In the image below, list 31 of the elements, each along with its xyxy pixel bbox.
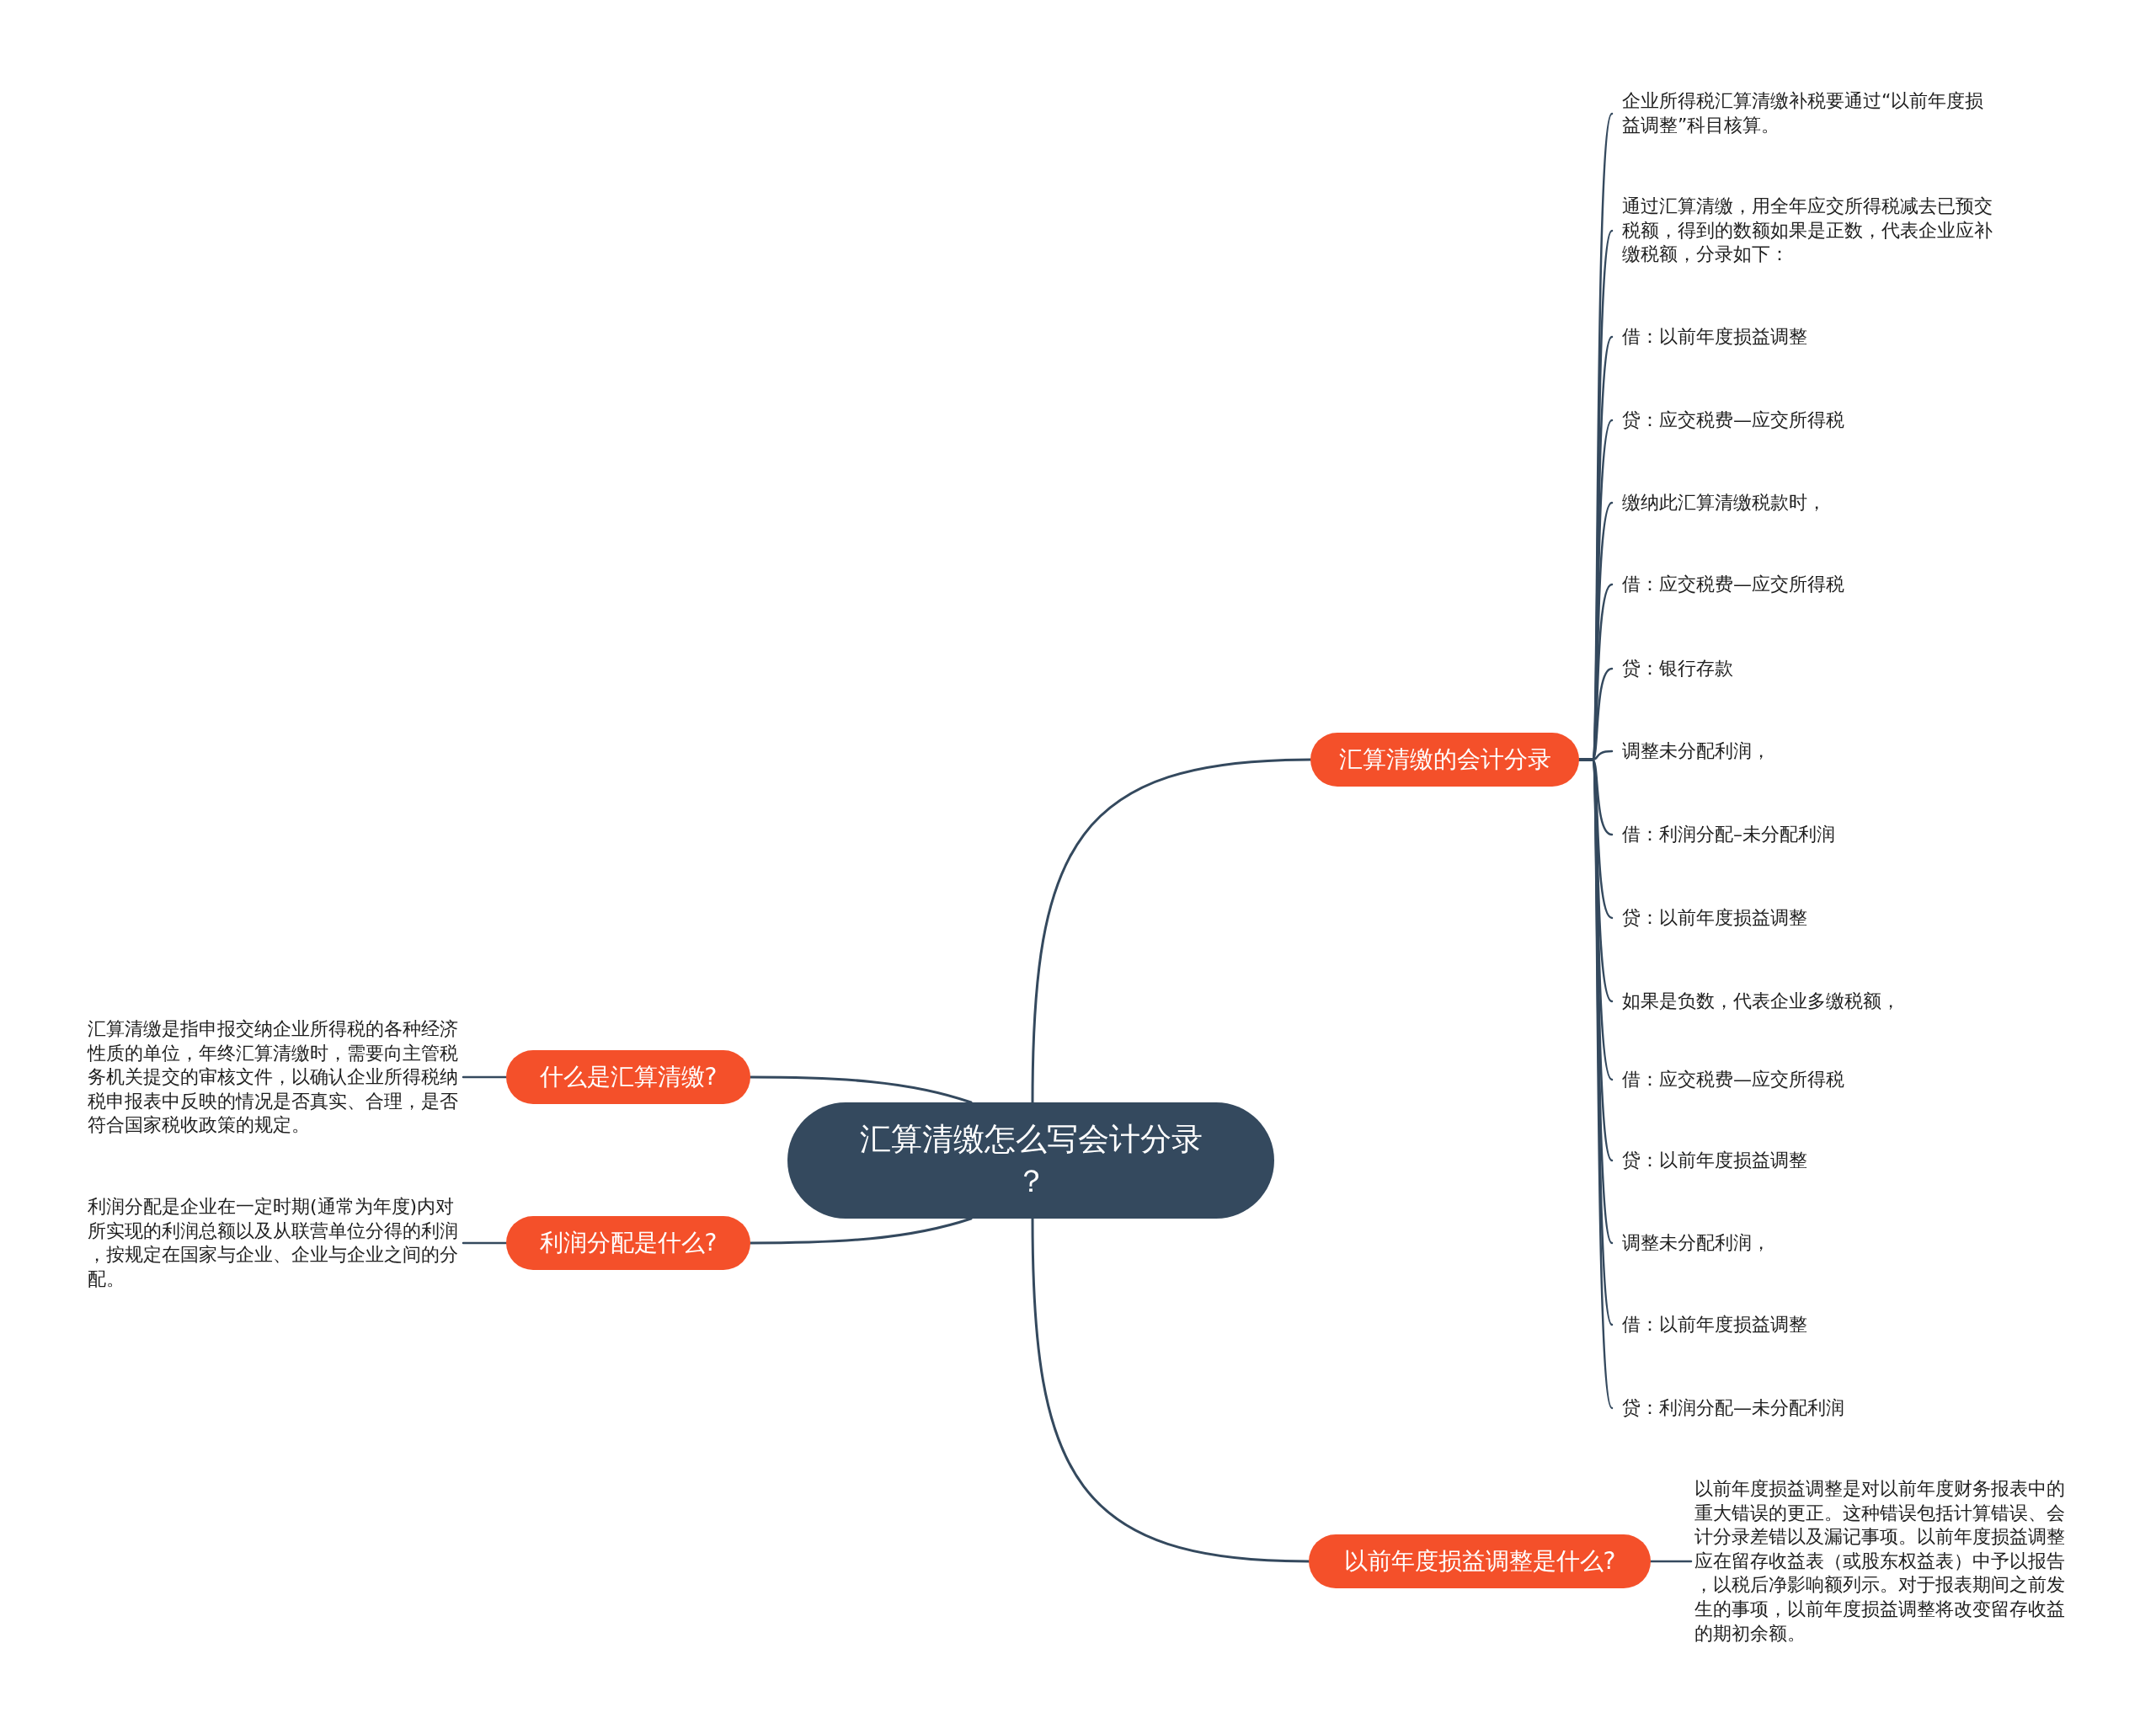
- note-text: 汇算清缴是指申报交纳企业所得税的各种经济性质的单位，年终汇算清缴时，需要向主管税务机关提交的审核文件，以确认企业所得税纳税申报表中反映的情况是否真实、合理，是否符合国家税收政策的规定。: [88, 1016, 463, 1138]
- subtopic-pill: 以前年度损益调整是什么?: [1309, 1534, 1651, 1588]
- connector-line: [1031, 758, 1312, 1104]
- connector-line: [462, 1075, 508, 1079]
- note-text: 通过汇算清缴，用全年应交所得税减去已预交税额，得到的数额如果是正数，代表企业应补缴税额，分录如下：: [1612, 195, 1998, 267]
- subtopic-pill: 什么是汇算清缴?: [506, 1050, 750, 1104]
- note-text: 企业所得税汇算清缴补税要通过“以前年度损益调整”科目核算。: [1612, 89, 1998, 138]
- note-text: 借：应交税费—应交所得税: [1612, 1067, 1844, 1092]
- subtopic-pill: 利润分配是什么?: [506, 1216, 750, 1270]
- note-text: 以前年度损益调整是对以前年度财务报表中的重大错误的更正。这种错误包括计算错误、会计分录差错以及漏记事项。以前年度损益调整应在留存收益表（或股东权益表）中予以报告，以税后净影响额列示。对于报表期间之前发生的事项，以前年度损益调整将改变留存收益的期初余额。: [1691, 1476, 2070, 1646]
- central-topic: 汇算清缴怎么写会计分录？: [787, 1102, 1274, 1219]
- connector-line: [749, 1217, 973, 1245]
- note-text: 利润分配是企业在一定时期(通常为年度)内对所实现的利润总额以及从联营单位分得的利润，按规定在国家与企业、企业与企业之间的分配。: [88, 1194, 463, 1292]
- note-text: 贷：以前年度损益调整: [1612, 905, 1807, 931]
- note-text: 借：以前年度损益调整: [1612, 1312, 1807, 1337]
- connector-line: [462, 1241, 508, 1245]
- note-text: 调整未分配利润，: [1612, 1230, 1770, 1256]
- note-text: 借：以前年度损益调整: [1612, 324, 1807, 349]
- subtopic-pill: 汇算清缴的会计分录: [1310, 733, 1579, 787]
- note-text: 贷：银行存款: [1612, 656, 1733, 681]
- note-text: 贷：利润分配—未分配利润: [1612, 1395, 1844, 1421]
- note-text: 贷：应交税费—应交所得税: [1612, 408, 1844, 433]
- note-text: 贷：以前年度损益调整: [1612, 1148, 1807, 1173]
- connector-line: [749, 1075, 973, 1104]
- connector-line: [1031, 1217, 1310, 1563]
- note-text: 缴纳此汇算清缴税款时，: [1612, 490, 1826, 515]
- note-text: 调整未分配利润，: [1612, 739, 1770, 764]
- note-text: 如果是负数，代表企业多缴税额，: [1612, 989, 1900, 1014]
- note-text: 借：利润分配–未分配利润: [1612, 822, 1835, 847]
- note-text: 借：应交税费—应交所得税: [1612, 572, 1844, 597]
- connector-line: [1649, 1560, 1693, 1563]
